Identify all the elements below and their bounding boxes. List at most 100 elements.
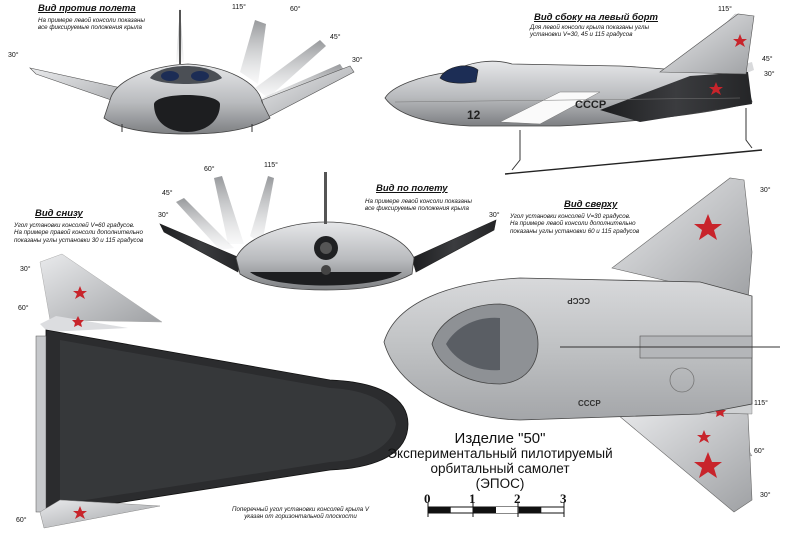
side-landing-gear	[511, 108, 753, 171]
rear-ghost-wing-60	[214, 176, 244, 244]
top-canopy-glass	[446, 317, 500, 371]
top-angle-30-lower: 30°	[760, 492, 771, 499]
top-lower-wing-30	[611, 409, 753, 513]
top-view-note: Угол установки консолей V=30 градусов. Н…	[510, 213, 639, 235]
bottom-view-title: Вид снизу	[35, 208, 83, 219]
rear-angle-45: 45°	[162, 190, 173, 197]
rear-view-note: На примере левой консоли показаны все фи…	[365, 198, 472, 213]
side-view	[384, 13, 763, 175]
side-view-title: Вид сбоку на левый борт	[534, 12, 658, 23]
bottom-star-3-icon	[73, 506, 87, 519]
footnote-line-2: указан от горизонтальной плоскости	[244, 513, 357, 521]
footnote: Поперечный угол установки консолей крыла…	[232, 506, 369, 521]
scale-bar	[427, 503, 565, 517]
front-view-title: Вид против полета	[38, 3, 136, 14]
front-canopy-window-right	[191, 71, 209, 81]
front-angle-30-right: 30°	[352, 57, 363, 64]
top-cccp-lower: СССР	[578, 399, 601, 408]
caption-line-4: (ЭПОС)	[475, 476, 525, 491]
side-tail-star-icon	[733, 34, 747, 47]
bottom-star-1-icon	[73, 286, 87, 299]
top-lower-star-2-icon	[697, 430, 711, 443]
side-aft-star-icon	[709, 82, 723, 95]
top-angle-115: 115°	[754, 400, 768, 407]
rear-view	[159, 172, 497, 291]
scale-tick-2: 2	[514, 491, 521, 506]
bottom-star-2-icon	[72, 316, 84, 327]
top-note-line-2: На примере левой консоли дополнительно	[510, 220, 636, 228]
scale-tick-0: 0	[424, 491, 431, 506]
front-ghost-wing-45	[255, 40, 326, 98]
front-view	[29, 8, 355, 135]
rear-right-wing	[411, 219, 497, 273]
caption-line-1: Изделие "50"	[454, 430, 546, 447]
rear-view-title: Вид по полету	[376, 183, 448, 194]
caption-line-3: орбитальный самолет	[430, 461, 570, 476]
bottom-angle-60-bottom: 60°	[16, 517, 27, 524]
rear-note-line-2: все фиксируемые положения крыла	[365, 205, 469, 213]
top-hatch	[669, 367, 695, 393]
rear-note-line-1: На примере левой консоли показаны	[365, 198, 472, 205]
side-note-line-2: установки V=30, 45 и 115 градусов	[530, 31, 633, 39]
bottom-angle-60-top: 60°	[18, 305, 29, 312]
scale-tick-1: 1	[469, 491, 476, 506]
front-view-note: На примере левой консоли показаны все фи…	[38, 17, 145, 32]
side-angle-115: 115°	[718, 6, 732, 13]
bottom-angle-30: 30°	[20, 266, 31, 273]
rear-lower-body	[250, 272, 402, 286]
bottom-view	[35, 253, 409, 529]
top-angle-60: 60°	[754, 448, 765, 455]
front-angle-60: 60°	[290, 6, 301, 13]
top-cccp-upper: СССР	[567, 296, 590, 305]
side-panel-line	[394, 97, 741, 103]
side-cccp-text: СССР	[575, 99, 606, 111]
bottom-ghost-wing-30	[39, 253, 163, 323]
top-view-title: Вид сверху	[564, 199, 618, 210]
bottom-belly-highlight	[60, 340, 396, 504]
front-nose	[154, 95, 220, 132]
front-vertical-fin	[179, 10, 181, 64]
side-angle-30: 30°	[764, 71, 775, 78]
scale-tick-3: 3	[560, 491, 567, 506]
front-ghost-wing-60	[240, 20, 266, 84]
top-note-line-1: Угол установки консолей V=30 градусов.	[510, 213, 631, 220]
bottom-ghost-wing-60	[40, 316, 128, 332]
rear-angle-60: 60°	[204, 166, 215, 173]
side-tail-number: 12	[467, 108, 481, 122]
side-aft-wing	[600, 72, 752, 122]
rear-vertical-fin	[324, 172, 327, 224]
rear-ghost-wing-115	[250, 176, 274, 244]
bottom-note-line-2: На примере правой консоли дополнительно	[14, 229, 143, 237]
front-note-line-1: На примере левой консоли показаны	[38, 17, 145, 24]
bottom-note-line-3: показаны углы установки 30 и 115 градусо…	[14, 236, 144, 244]
front-angle-45: 45°	[330, 34, 341, 41]
side-view-note: Для левой консоли крыла показаны углы ус…	[530, 24, 649, 39]
main-caption: Изделие "50" Экспериментальный пилотируе…	[380, 431, 620, 491]
front-skids	[121, 124, 253, 132]
rear-aux-nozzle	[321, 265, 331, 275]
bottom-note-line-1: Угол установки консолей V=60 градусов.	[14, 222, 135, 229]
caption-line-2: Экспериментальный пилотируемый	[387, 446, 613, 461]
rear-angle-115: 115°	[264, 162, 278, 169]
top-note-line-3: показаны углы установки 60 и 115 градусо…	[510, 227, 640, 235]
side-tail-fin	[659, 13, 755, 75]
front-canopy-window-left	[161, 71, 179, 81]
rear-engine-inner	[320, 242, 332, 254]
rear-angle-30-right: 30°	[489, 212, 500, 219]
top-upper-star-icon	[694, 214, 722, 240]
top-view: СССР СССР	[383, 177, 780, 513]
top-lower-star-3-icon	[714, 406, 726, 417]
front-note-line-2: все фиксируемые положения крыла	[38, 24, 142, 32]
top-lower-star-icon	[694, 452, 722, 478]
side-note-line-1: Для левой консоли крыла показаны углы	[530, 24, 649, 31]
side-ground-line	[504, 149, 763, 175]
footnote-line-1: Поперечный угол установки консолей крыла…	[232, 506, 370, 513]
front-angle-30-left: 30°	[8, 52, 19, 59]
front-angle-115: 115°	[232, 4, 246, 11]
top-angle-30-upper: 30°	[760, 187, 771, 194]
side-canopy	[439, 65, 479, 84]
bottom-left-rail	[35, 335, 47, 513]
rear-ghost-wing-45	[176, 198, 234, 250]
bottom-lower-wing	[39, 499, 161, 529]
